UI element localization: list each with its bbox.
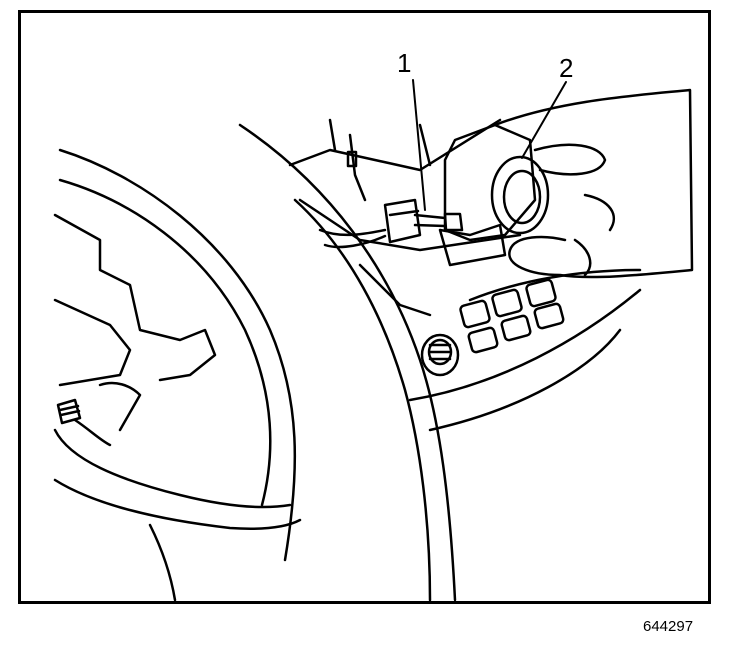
steering-lower-line [148, 523, 177, 602]
hand-outline [493, 88, 694, 279]
dash-panel-lower [358, 263, 432, 317]
callout-2-leader [521, 81, 567, 159]
indicator-slot [346, 150, 358, 168]
steering-hub-lower [53, 428, 292, 509]
switch-ring-inner [502, 169, 542, 225]
figure-id: 644297 [643, 618, 694, 635]
bolt-left [56, 398, 82, 425]
button-cluster [459, 278, 565, 354]
wiring-connector [383, 198, 422, 244]
switch-housing [443, 123, 537, 242]
dash-panel-mid [298, 198, 522, 252]
rotary-knob [420, 333, 460, 377]
figure-frame [18, 10, 711, 604]
panel-lower-edge [408, 288, 642, 402]
callout-1-leader [412, 79, 426, 211]
finger-2 [583, 193, 616, 232]
column-cover-inner [293, 198, 432, 602]
steering-hub-outline [53, 213, 217, 382]
dash-panel-top [288, 118, 502, 172]
finger-1 [533, 143, 607, 176]
callout-label-1: 1 [397, 48, 412, 78]
column-cover-edge [238, 123, 457, 602]
steering-hub-detail [53, 298, 132, 387]
switch-ring-outer [490, 155, 550, 235]
callout-label-2: 2 [559, 53, 574, 83]
steering-wheel-rim-inner [58, 178, 272, 507]
steering-wheel-rim-outer [58, 148, 297, 562]
steering-hub-bottom [53, 478, 302, 530]
